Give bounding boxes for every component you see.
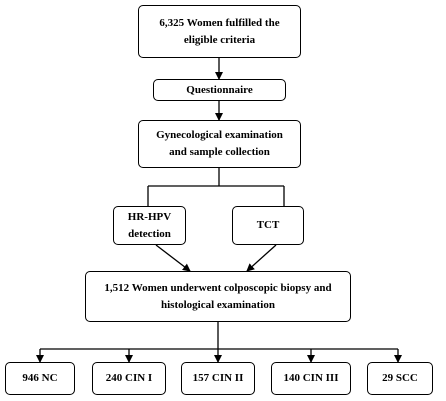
box-outcome-cin1: 240 CIN I xyxy=(92,362,166,395)
box-colpo-line-2: histological examination xyxy=(161,298,275,311)
box-outcome-scc: 29 SCC xyxy=(367,362,433,395)
arrow-hrhpv-to-colpo xyxy=(155,244,191,272)
box-cin2-label: 157 CIN II xyxy=(192,372,244,384)
box-gynecological-examination: Gynecological examination and sample col… xyxy=(138,120,301,168)
box-questionnaire: Questionnaire xyxy=(153,79,286,101)
box-nc-label: 946 NC xyxy=(22,372,58,384)
box-eligible-line-2: eligible criteria xyxy=(183,33,256,46)
box-hrhpv-detection: HR-HPV detection xyxy=(113,206,186,245)
box-tct-label: TCT xyxy=(256,219,280,231)
box-gyn-line-2: and sample collection xyxy=(169,146,270,158)
box-colposcopic-biopsy: 1,512 Women underwent colposcopic biopsy… xyxy=(85,271,351,322)
box-hrhpv-line-1: HR-HPV xyxy=(127,210,172,223)
box-questionnaire-label: Questionnaire xyxy=(186,83,253,96)
box-outcome-nc: 946 NC xyxy=(5,362,75,395)
box-scc-label: 29 SCC xyxy=(382,372,418,384)
box-cin3-label: 140 CIN III xyxy=(283,372,339,384)
box-outcome-cin2: 157 CIN II xyxy=(181,362,255,395)
box-gyn-line-1: Gynecological examination xyxy=(156,129,283,141)
box-colpo-line-1: 1,512 Women underwent colposcopic biopsy… xyxy=(104,281,332,294)
arrow-tct-to-colpo xyxy=(246,244,277,272)
box-eligible-line-1: 6,325 Women fulfilled the xyxy=(159,16,280,29)
box-hrhpv-line-2: detection xyxy=(128,227,171,240)
box-eligible-criteria: 6,325 Women fulfilled the eligible crite… xyxy=(138,5,301,58)
box-outcome-cin3: 140 CIN III xyxy=(271,362,351,395)
box-tct: TCT xyxy=(232,206,304,245)
box-cin1-label: 240 CIN I xyxy=(105,372,153,384)
